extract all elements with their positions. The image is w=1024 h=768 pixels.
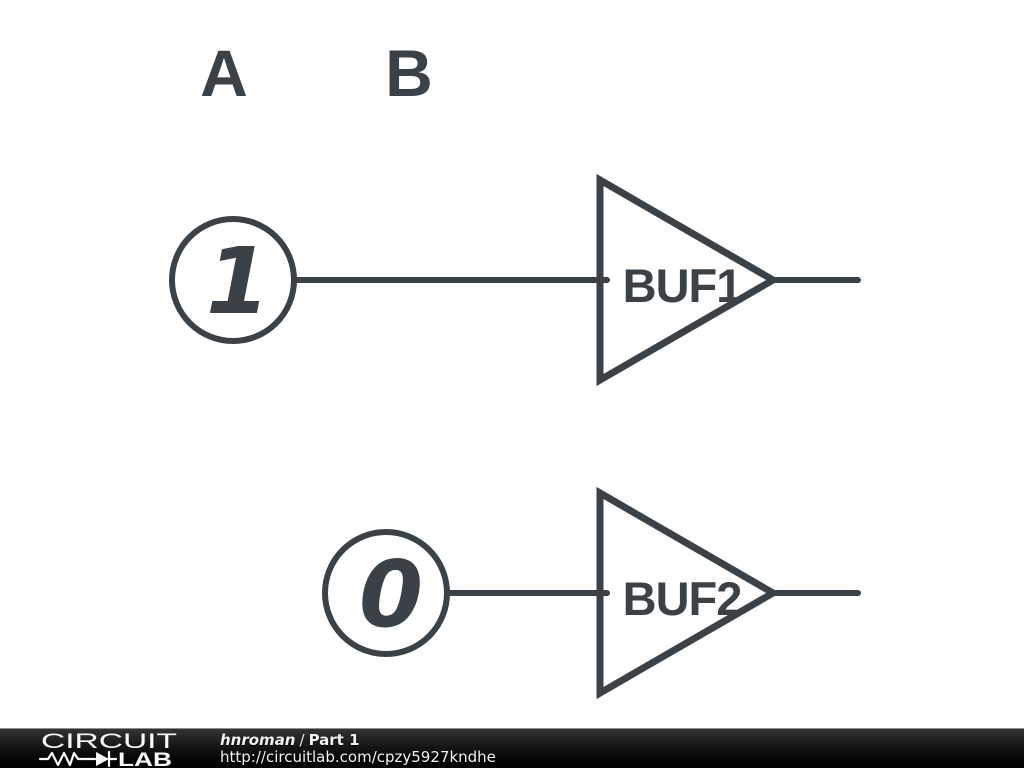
digital-source-symbol	[322, 529, 450, 657]
node-label-b: B	[385, 36, 433, 110]
source-value: 0	[359, 541, 423, 648]
circuitlab-watermark-bar: CIRCUIT LAB hnroman/Part 1 http://circui…	[0, 728, 1024, 768]
logo-text-circuit: CIRCUIT	[41, 730, 177, 753]
circuitlab-logo: CIRCUIT LAB	[38, 730, 177, 768]
schematic-canvas: A B 1 BUF1 0 BUF2	[169, 36, 861, 700]
gate-row-buf1: 1 BUF1	[169, 173, 861, 387]
resistor-icon	[38, 751, 97, 766]
gate-row-buf2: 0 BUF2	[322, 486, 861, 700]
circuit-diagram: A B 1 BUF1 0 BUF2	[169, 36, 861, 700]
gate-label: BUF1	[623, 259, 742, 312]
source-value: 1	[206, 228, 270, 335]
watermark-text: hnroman/Part 1 http://circuitlab.com/cpz…	[220, 730, 496, 766]
node-label-a: A	[200, 36, 248, 110]
buffer-triangle	[596, 173, 780, 387]
gate-label: BUF2	[623, 572, 742, 625]
author-name: hnroman	[220, 730, 296, 749]
diode-icon	[96, 750, 118, 767]
separator: /	[299, 730, 305, 749]
circuit-url: http://circuitlab.com/cpzy5927kndhe	[220, 747, 496, 766]
buffer-triangle	[596, 486, 780, 700]
digital-source-symbol	[169, 216, 297, 344]
author-title-line: hnroman/Part 1	[220, 730, 496, 749]
circuit-title: Part 1	[308, 730, 360, 749]
logo-text-lab: LAB	[118, 750, 172, 768]
